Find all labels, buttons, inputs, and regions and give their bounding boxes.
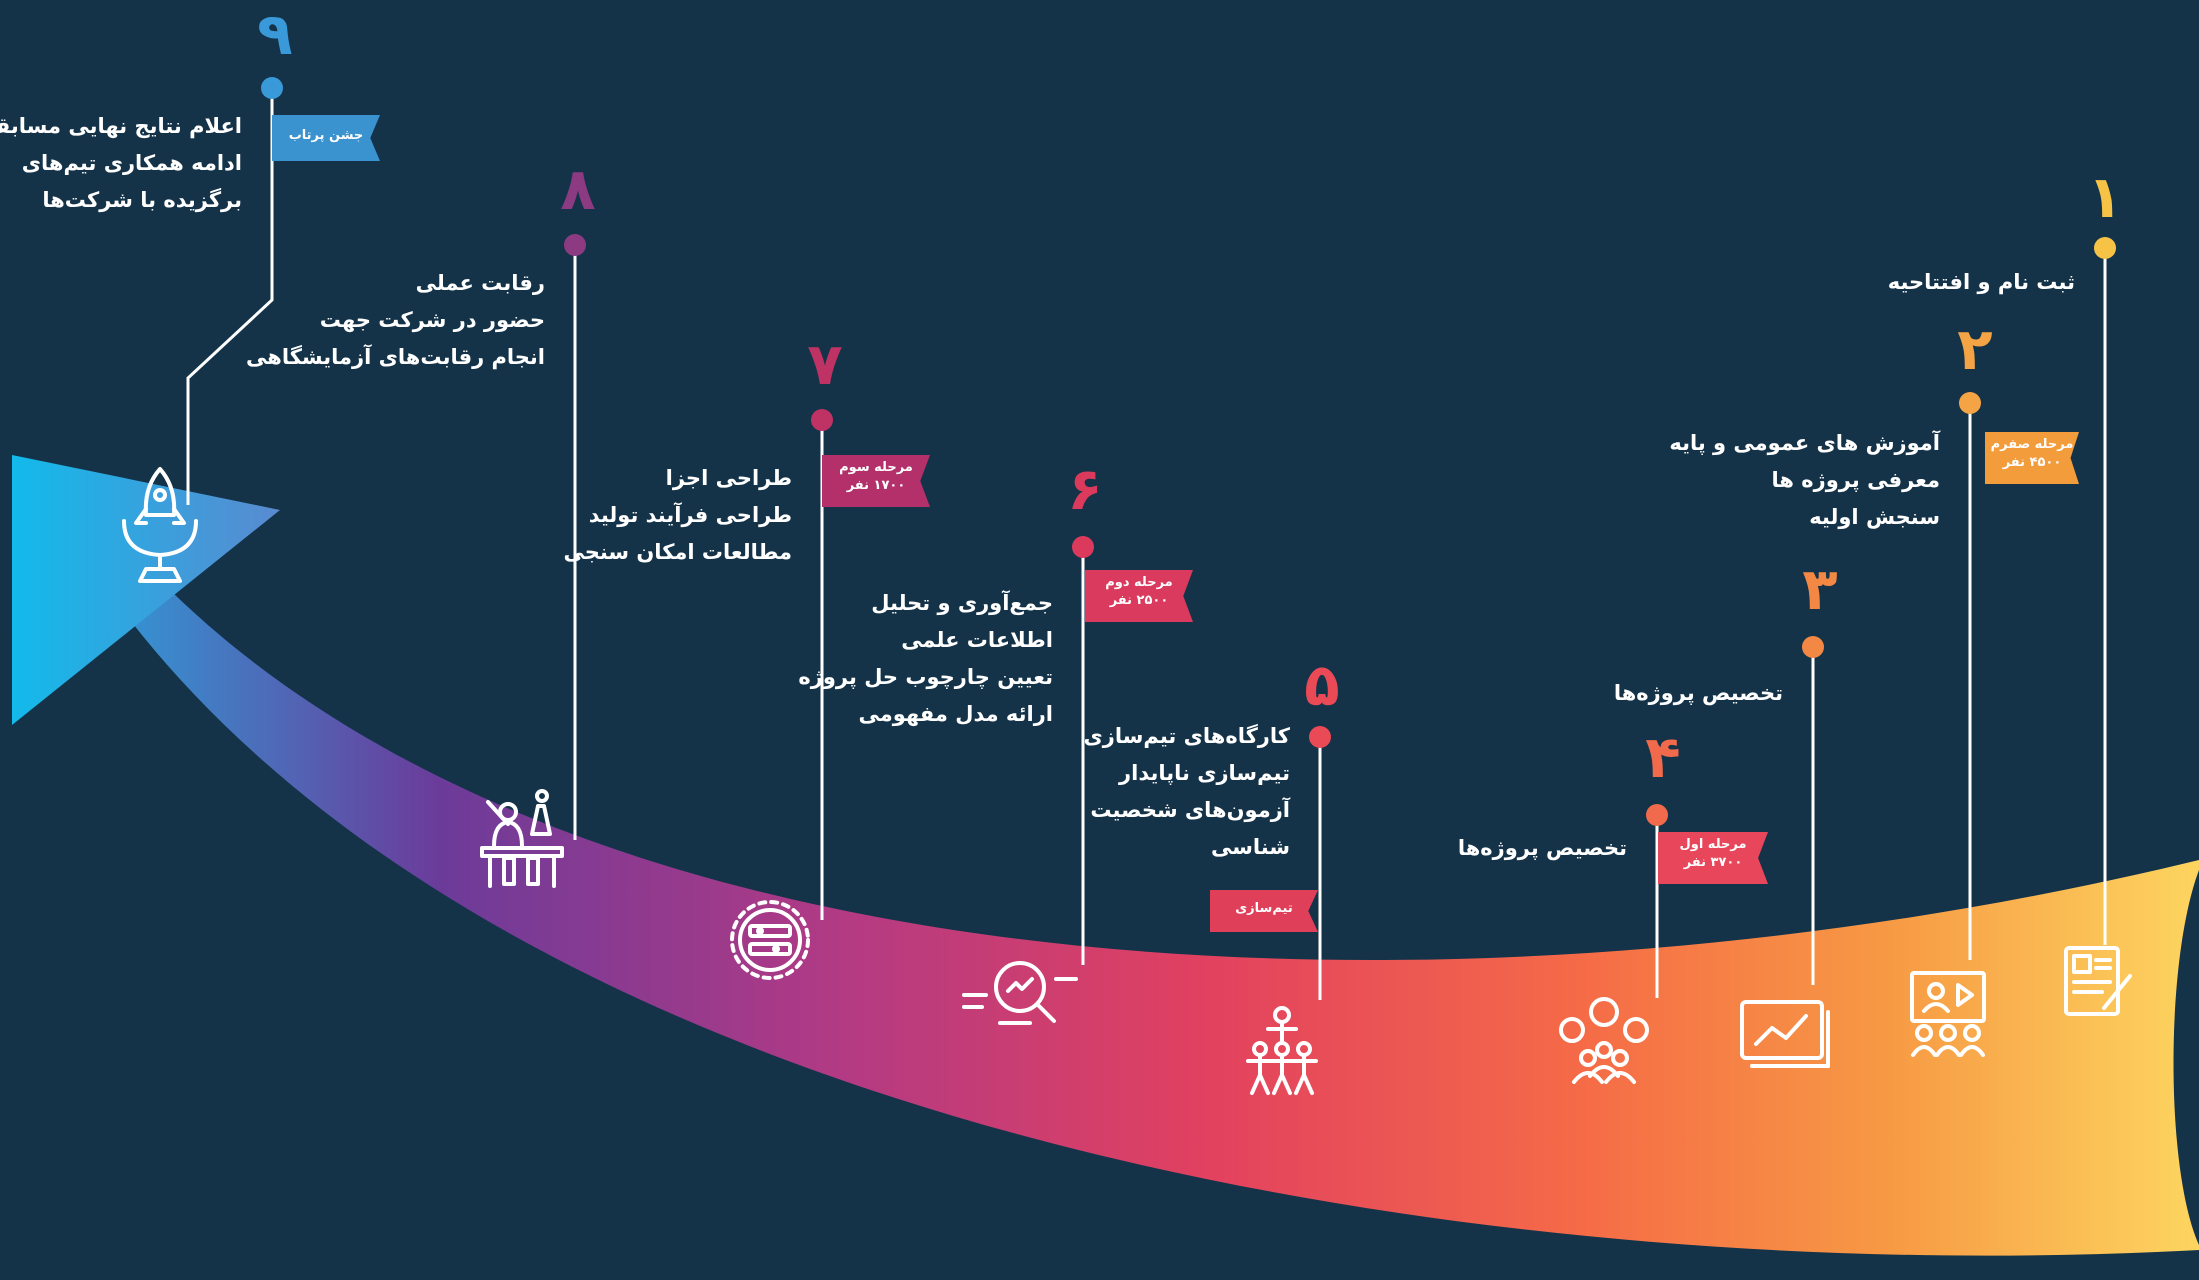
phase-tag: جشن پرتاب — [272, 115, 380, 161]
phase-tag-line: مرحله دوم — [1105, 575, 1173, 590]
stage-dot — [1959, 392, 1981, 414]
stage-dot — [261, 77, 283, 99]
phase-tag-line: ۲۵۰۰ نفر — [1109, 593, 1169, 608]
team-network-icon — [1559, 997, 1649, 1084]
description-line: آموزش های عمومی و پایه — [1669, 431, 1940, 455]
description-line: حضور در شرکت جهت — [319, 308, 545, 332]
phase-tag-line: ۴۵۰۰ نفر — [2002, 455, 2062, 470]
phase-tag-line: مرحله اول — [1679, 837, 1747, 852]
description-line: سنجش اولیه — [1809, 505, 1940, 529]
stage-dot — [564, 234, 586, 256]
stage-description: رقابت عملی حضور در شرکت جهت انجام رقابت‌ها… — [246, 265, 545, 376]
description-line: طراحی اجزا — [665, 466, 792, 490]
stage-description: ثبت نام و افتتاحیه — [1888, 264, 2075, 301]
description-line: تخصیص پروژه‌ها — [1613, 681, 1783, 705]
description-line: مطالعات امکان سنجی — [563, 540, 792, 564]
arrow-band-head — [12, 455, 280, 725]
phase-tag: مرحله دوم ۲۵۰۰ نفر — [1085, 570, 1193, 622]
data-analysis-icon — [962, 961, 1078, 1025]
stage-description: جمع‌آوری و تحلیل اطلاعات علمی تعیین چارچوب… — [798, 585, 1053, 733]
stage-dot — [1802, 636, 1824, 658]
stage-number: ۶ — [1067, 455, 1103, 523]
description-line: جمع‌آوری و تحلیل — [871, 591, 1053, 615]
stage-description: تخصیص پروژه‌ها — [1458, 830, 1627, 867]
presentation-board-icon — [1910, 971, 1986, 1057]
phase-tag-line: جشن پرتاب — [288, 128, 364, 143]
rocket-trophy-icon — [122, 467, 198, 583]
phase-tag: تیم‌سازی — [1210, 890, 1318, 932]
description-line: کارگاه‌های تیم‌سازی — [1083, 724, 1290, 748]
stage-number: ۱ — [2087, 163, 2123, 231]
description-line: ادامه همکاری تیم‌های — [21, 151, 242, 175]
description-line: تخصیص پروژه‌ها — [1457, 836, 1627, 860]
description-line: برگزیده با شرکت‌ها — [42, 188, 242, 212]
phase-tag-line: مرحله سوم — [839, 460, 913, 475]
phase-tag-line: تیم‌سازی — [1235, 901, 1293, 916]
blueprint-chart-icon — [1740, 1000, 1830, 1068]
description-line: تعیین چارچوب حل پروژه — [798, 665, 1053, 689]
phase-tag: مرحله سوم ۱۷۰۰ نفر — [822, 455, 930, 507]
stage-number: ۷ — [807, 330, 843, 398]
description-line: اطلاعات علمی — [901, 628, 1053, 652]
phase-tag-line: ۱۷۰۰ نفر — [846, 478, 906, 493]
team-building-icon — [1246, 1006, 1318, 1095]
phase-tag: مرحله صفرم ۴۵۰۰ نفر — [1985, 432, 2079, 484]
stage-number: ۴ — [1645, 723, 1681, 791]
description-line: طراحی فرآیند تولید — [588, 503, 792, 527]
connector-line — [186, 88, 274, 505]
description-line: ارائه مدل مفهومی — [858, 702, 1053, 726]
stage-description: طراحی اجزا طراحی فرآیند تولید مطالعات امکا… — [563, 460, 792, 571]
stage-dot — [2094, 237, 2116, 259]
phase-tag: مرحله اول ۳۷۰۰ نفر — [1658, 832, 1768, 884]
phase-tag-line: مرحله صفرم — [1990, 437, 2074, 452]
stage-description: اعلام نتایج نهایی مسابقه ادامه همکاری تیم… — [0, 108, 242, 219]
phase-tag-line: ۳۷۰۰ نفر — [1683, 855, 1743, 870]
description-line: شناسی — [1210, 835, 1290, 859]
description-line: آزمون‌های شخصیت — [1090, 798, 1290, 822]
lab-competition-icon — [480, 789, 564, 888]
stage-number: ۸ — [560, 155, 596, 223]
stage-number: ۳ — [1802, 555, 1838, 623]
arrow-band-body — [130, 590, 2199, 1256]
stage-dot — [811, 409, 833, 431]
stage-dot — [1072, 536, 1094, 558]
gear-process-icon — [730, 900, 810, 980]
description-line: تیم‌سازی ناپایدار — [1119, 761, 1290, 785]
description-line: اعلام نتایج نهایی مسابقه — [0, 114, 242, 138]
stage-description: آموزش های عمومی و پایه معرفی پروژه ها سنجش… — [1669, 425, 1940, 536]
stage-number: ۹ — [257, 0, 293, 68]
description-line: معرفی پروژه ها — [1771, 468, 1940, 492]
stage-number: ۲ — [1957, 315, 1993, 383]
description-line: انجام رقابت‌های آزمایشگاهی — [246, 345, 545, 369]
stage-number: ۵ — [1304, 651, 1340, 719]
stage-description: تخصیص پروژه‌ها — [1614, 675, 1783, 712]
description-line: ثبت نام و افتتاحیه — [1887, 270, 2075, 294]
stage-dot — [1309, 726, 1331, 748]
stage-description: کارگاه‌های تیم‌سازی تیم‌سازی ناپایدار آزمو… — [1084, 718, 1290, 866]
description-line: رقابت عملی — [415, 271, 545, 295]
registration-form-icon — [2064, 946, 2132, 1016]
arrow-tail-notch — [2173, 860, 2199, 1280]
stage-dot — [1646, 804, 1668, 826]
